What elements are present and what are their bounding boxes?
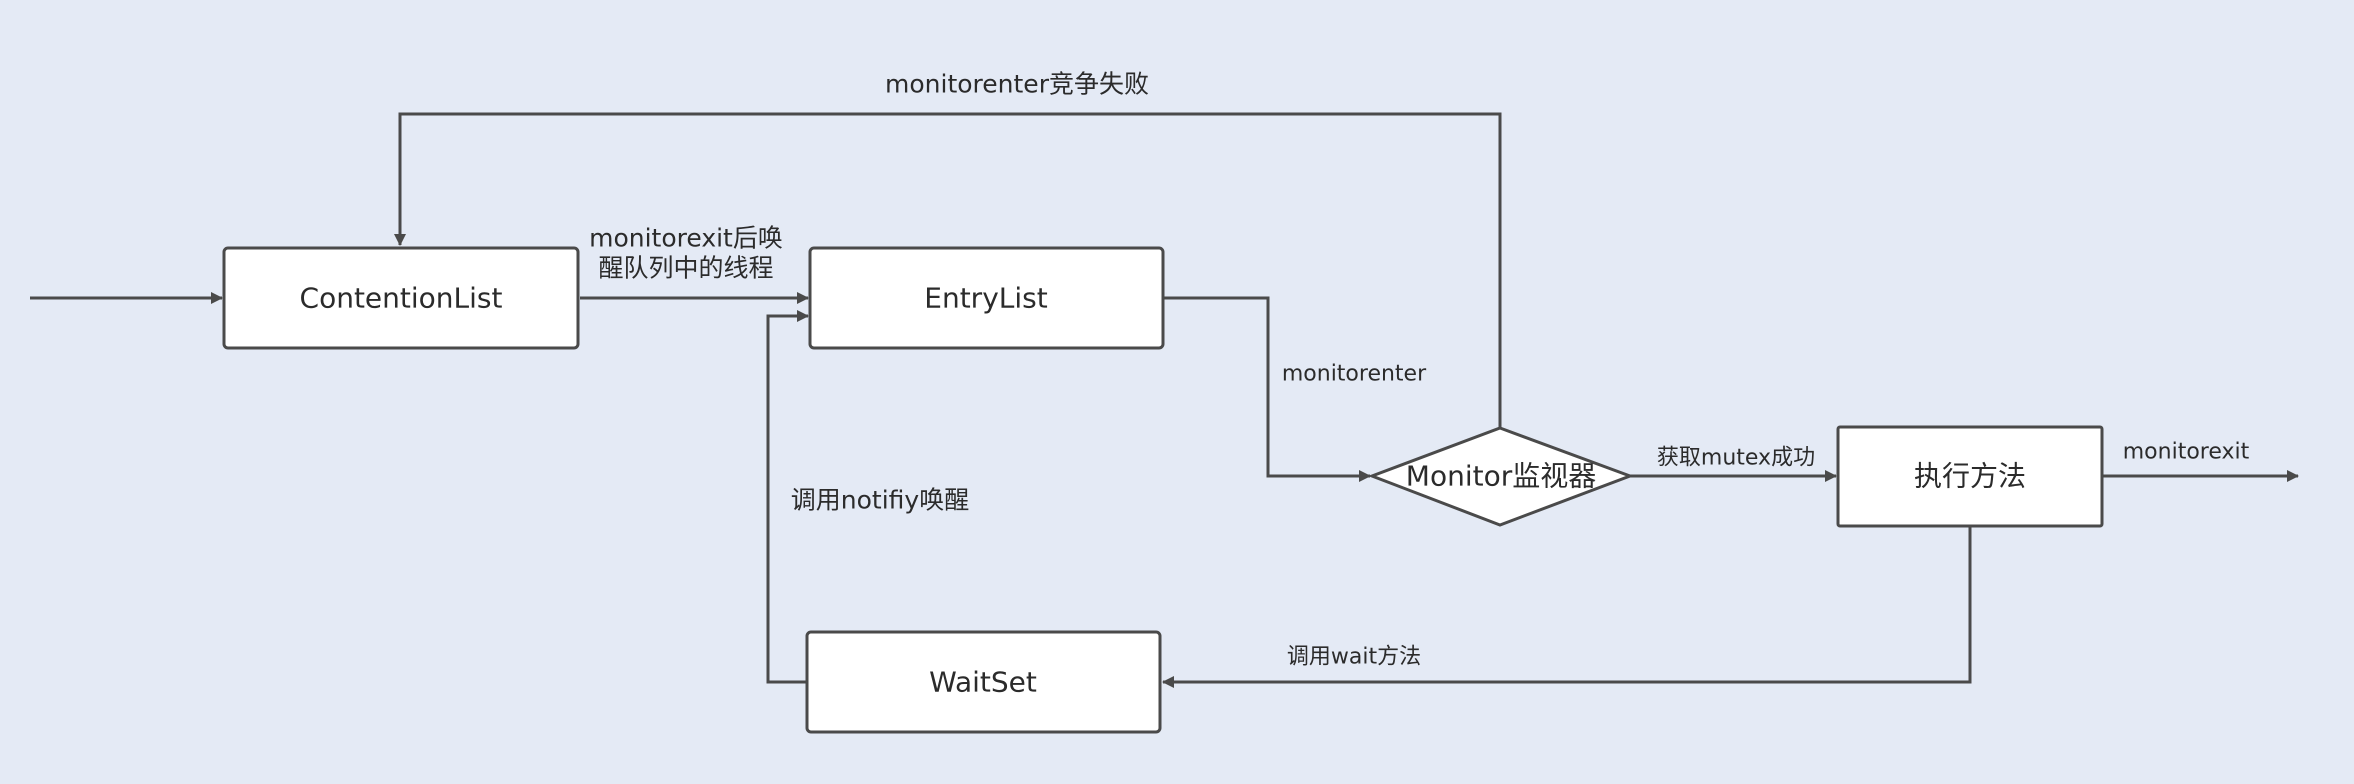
node-wait-set: WaitSet [805,630,1162,734]
label-monitorexit: monitorexit [2123,440,2250,465]
node-wait-set-label: WaitSet [929,666,1037,699]
node-entry-list-label: EntryList [924,282,1047,315]
edge-waitset-notify [766,310,809,684]
node-entry-list: EntryList [808,246,1165,350]
node-contention-list-label: ContentionList [300,282,503,315]
label-monitorenter-fail: monitorenter竞争失败 [885,70,1149,99]
node-execute-method-label: 执行方法 [1914,460,2026,493]
label-monitorenter: monitorenter [1282,362,1427,387]
node-execute-method: 执行方法 [1836,425,2104,528]
label-notify: 调用notifiy唤醒 [791,486,969,515]
edge-monitorenter-fail [394,112,1502,428]
label-monitorexit-wake-line1: monitorexit后唤 [589,224,783,253]
label-monitorexit-wake-line2: 醒队列中的线程 [598,254,773,283]
node-contention-list: ContentionList [222,246,580,350]
label-acquire-mutex: 获取mutex成功 [1657,446,1815,471]
label-wait: 调用wait方法 [1287,645,1421,670]
node-monitor: Monitor监视器 [1367,426,1635,527]
edge-entry-to-monitor [1163,296,1371,482]
node-monitor-label: Monitor监视器 [1406,460,1596,493]
edge-execute-to-waitset [1162,526,1972,688]
